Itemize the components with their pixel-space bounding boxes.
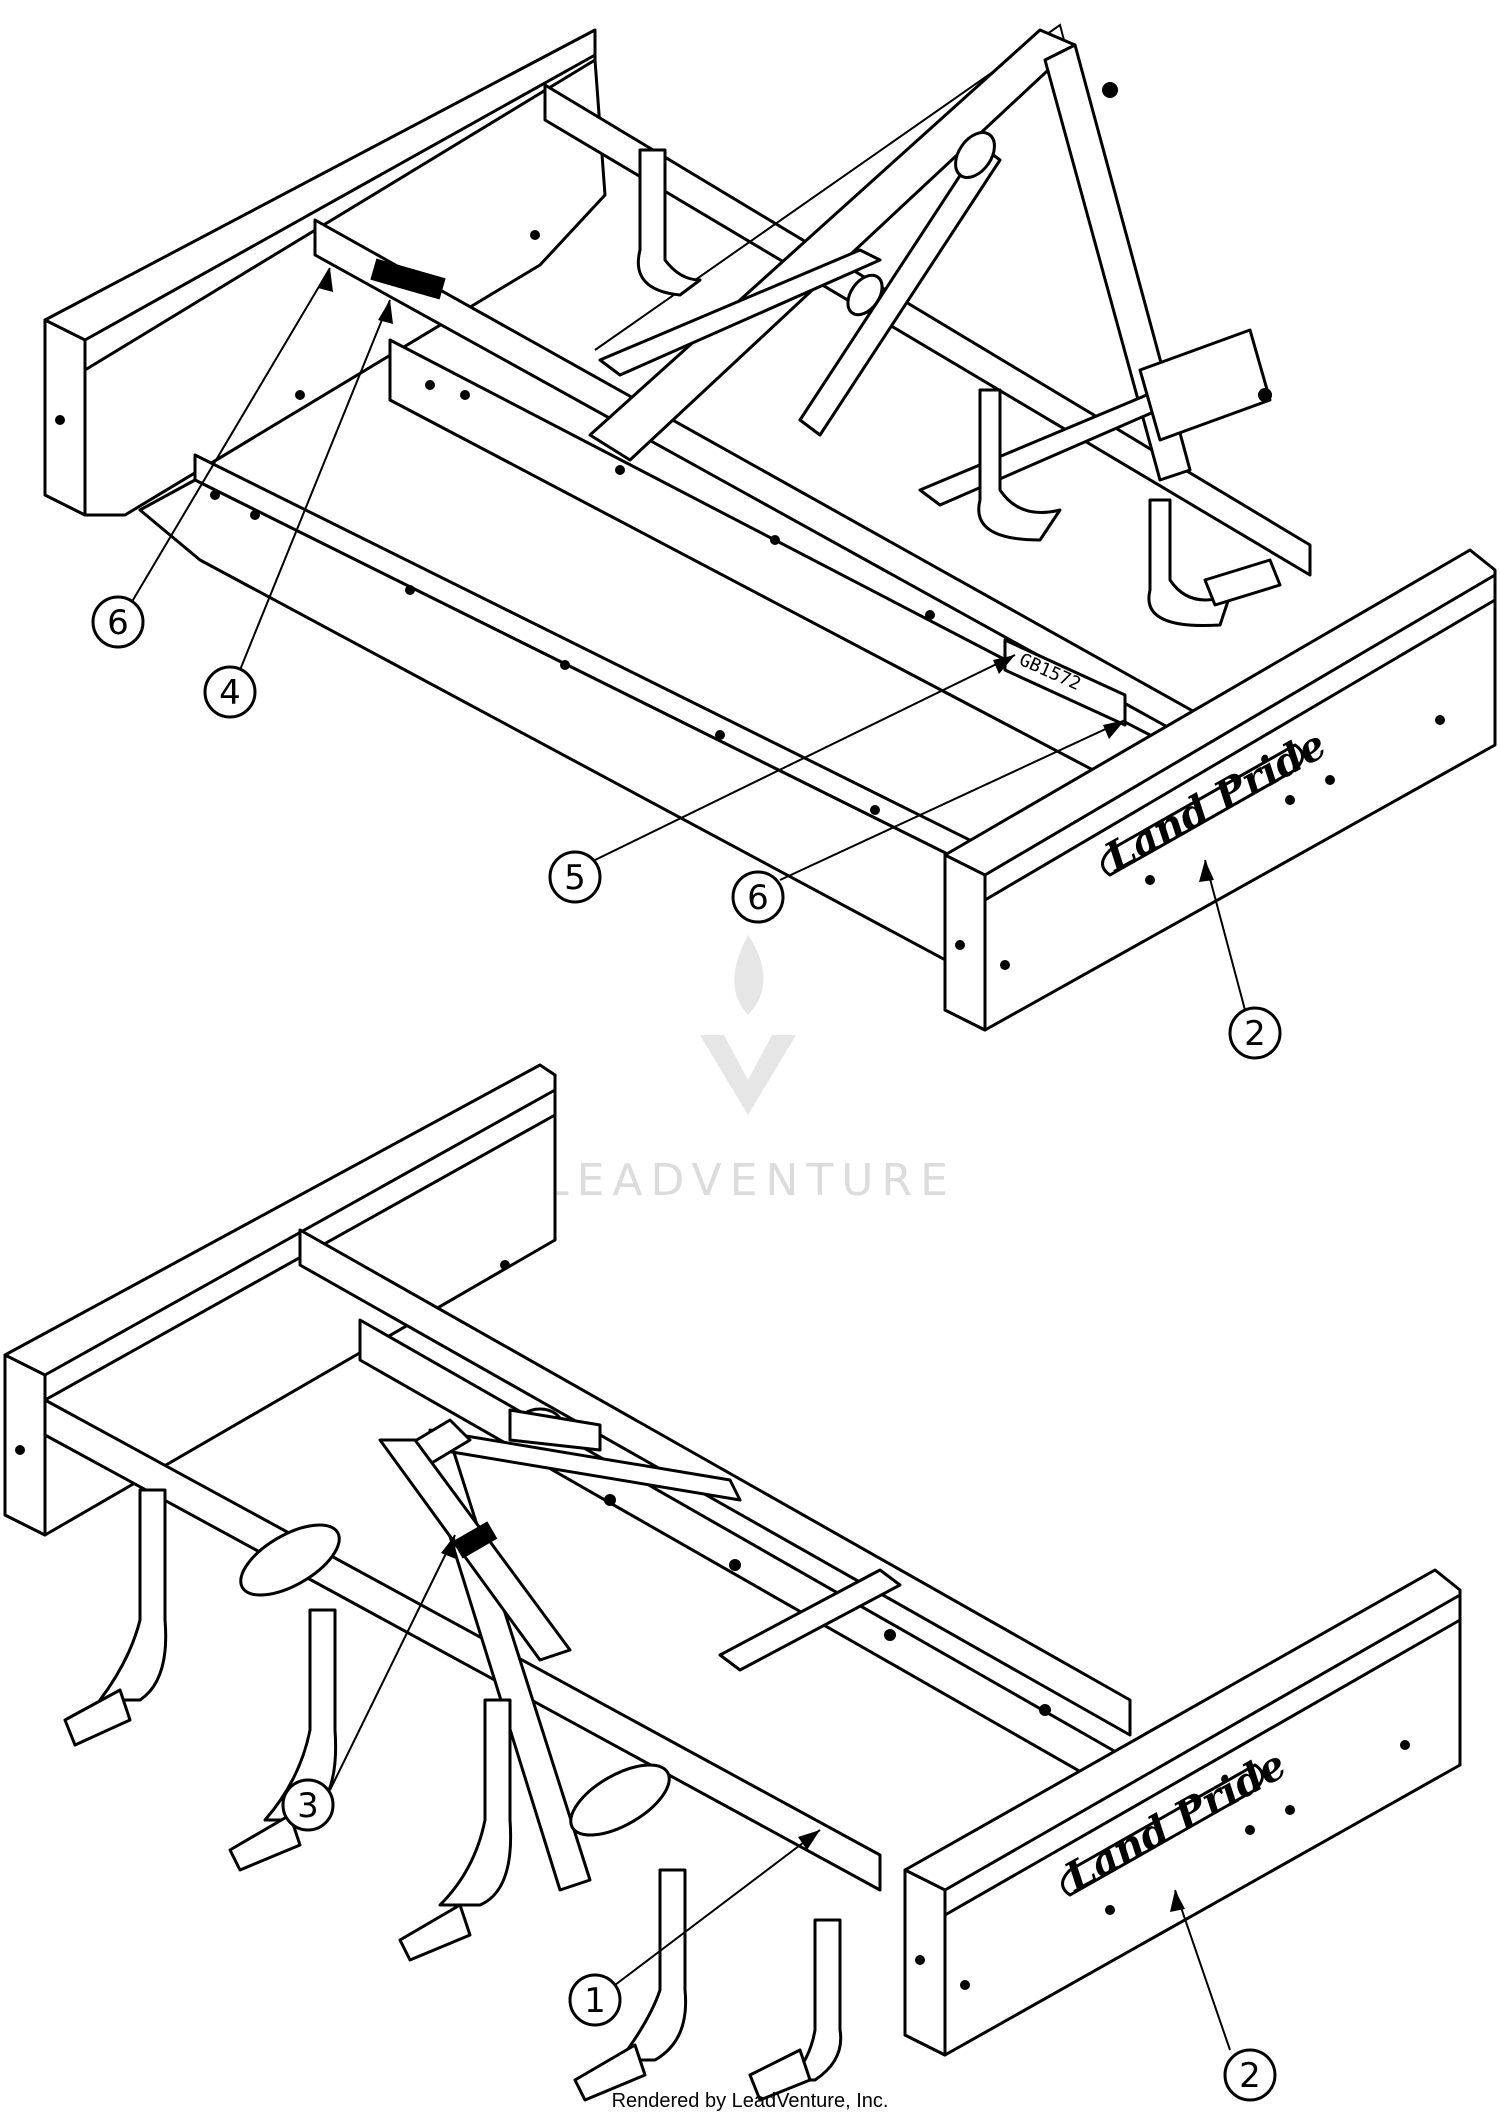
warning-decal-left: [370, 258, 446, 300]
callout-label: 5: [564, 858, 586, 898]
decal-bottom-mast: [452, 1521, 498, 1559]
callout-circle: [203, 665, 257, 719]
leadventure-watermark: LEADVENTURE: [544, 935, 956, 1206]
callout-circle: [548, 850, 602, 904]
callout-circle: [1228, 1006, 1282, 1060]
footer-credit: Rendered by LeadVenture, Inc.: [611, 2090, 889, 2112]
callout-circle: [281, 1778, 335, 1832]
callouts-top: 6 4 5 6 2: [91, 267, 1282, 1060]
callout-label: 3: [297, 1786, 319, 1826]
callout-label: 2: [1239, 2056, 1261, 2096]
callout-label: 2: [1244, 1014, 1266, 1054]
top-link-cylinder-top: [798, 143, 1002, 437]
box-blade-bottom-assembly: Land Pride: [3, 1063, 1462, 2102]
callout-label: 6: [107, 603, 129, 643]
watermark-text: LEADVENTURE: [544, 1155, 956, 1206]
top-link-cylinder-bottom: [508, 1408, 602, 1452]
box-blade-top-assembly: GB1572 Land Pride: [43, 23, 1497, 1032]
callout-label: 6: [747, 878, 769, 918]
callout-circle: [731, 870, 785, 924]
callout-circle: [1223, 2048, 1277, 2102]
callout-label: 1: [584, 1981, 606, 2021]
callout-label: 4: [219, 673, 241, 713]
rear-shank-bar-top: [543, 83, 1312, 577]
rear-shank-bar-bottom: [43, 1398, 882, 1892]
callout-circle: [91, 595, 145, 649]
callout-circle: [568, 1973, 622, 2027]
callouts-bottom: 3 1 2: [281, 1534, 1277, 2102]
